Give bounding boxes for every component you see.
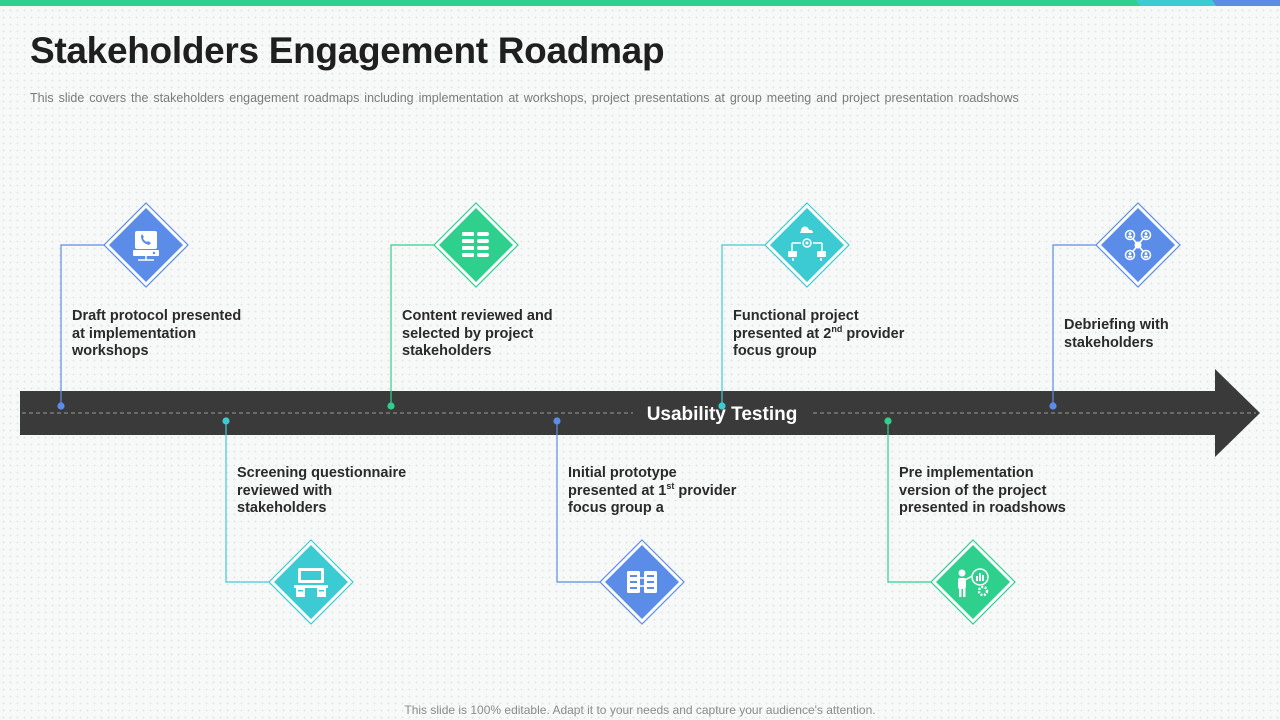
step-connector bbox=[887, 421, 943, 583]
step-label-line: Screening questionnaire bbox=[237, 465, 407, 481]
top-accent-bar bbox=[0, 0, 1280, 6]
step-connector bbox=[225, 421, 281, 583]
roadmap-step bbox=[884, 417, 1016, 625]
timeline-node bbox=[553, 417, 561, 425]
server-racks-icon bbox=[627, 571, 657, 593]
step-label-line: stakeholders bbox=[1064, 334, 1154, 351]
roadmap-step bbox=[387, 202, 519, 410]
timeline-node bbox=[222, 417, 230, 425]
footer-note: This slide is 100% editable. Adapt it to… bbox=[404, 703, 876, 717]
roadmap-step bbox=[553, 417, 685, 625]
timeline-node bbox=[718, 402, 726, 410]
roadmap-step bbox=[1049, 202, 1181, 410]
step-label-line: workshops bbox=[72, 343, 149, 359]
stakeholder-network-icon bbox=[1124, 229, 1152, 261]
step-label-line: focus group bbox=[733, 343, 817, 359]
timeline-node bbox=[884, 417, 892, 425]
icon-diamond bbox=[770, 208, 844, 282]
presenter-chart-icon bbox=[958, 568, 989, 597]
step-label-line: Draft protocol presented bbox=[72, 308, 242, 324]
roadmap-step bbox=[718, 202, 850, 410]
step-label-line: Pre implementation bbox=[899, 465, 1034, 481]
step-label-line: reviewed with bbox=[237, 482, 333, 499]
timeline-node bbox=[57, 402, 65, 410]
step-label-line: focus group a bbox=[568, 500, 664, 516]
step-label-line: at implementation bbox=[72, 325, 197, 342]
timeline-node bbox=[1049, 402, 1057, 410]
page-subtitle: This slide covers the stakeholders engag… bbox=[30, 91, 1019, 105]
step-label-line: selected by project bbox=[402, 325, 534, 342]
step-label-line: presented at 2nd provider bbox=[733, 323, 905, 342]
cloud-network-icon bbox=[788, 226, 826, 261]
step-label-line: Functional project bbox=[733, 308, 859, 324]
computer-desk-icon bbox=[294, 568, 328, 597]
step-label-line: presented at 1st provider bbox=[568, 480, 737, 499]
step-label-line: stakeholders bbox=[402, 343, 492, 359]
checklist-icon bbox=[462, 232, 489, 257]
page-title: Stakeholders Engagement Roadmap bbox=[30, 30, 665, 71]
roadmap-step bbox=[57, 202, 189, 410]
arrow-label: Usability Testing bbox=[647, 404, 798, 425]
icon-diamond bbox=[439, 208, 513, 282]
step-label-line: version of the project bbox=[899, 482, 1047, 499]
timeline-node bbox=[387, 402, 395, 410]
phone-server-icon bbox=[133, 231, 159, 261]
step-label-line: presented in roadshows bbox=[899, 500, 1066, 516]
roadmap-step bbox=[222, 417, 354, 625]
step-label-line: Content reviewed and bbox=[402, 308, 553, 324]
step-label-line: Debriefing with bbox=[1064, 317, 1169, 333]
step-connector bbox=[60, 244, 116, 406]
icon-diamond bbox=[605, 545, 679, 619]
step-connector bbox=[556, 421, 612, 583]
step-label-line: Initial prototype bbox=[568, 465, 677, 481]
step-label-line: stakeholders bbox=[237, 500, 327, 516]
step-connector bbox=[390, 244, 446, 406]
step-connector bbox=[1052, 244, 1108, 406]
step-connector bbox=[721, 244, 777, 406]
